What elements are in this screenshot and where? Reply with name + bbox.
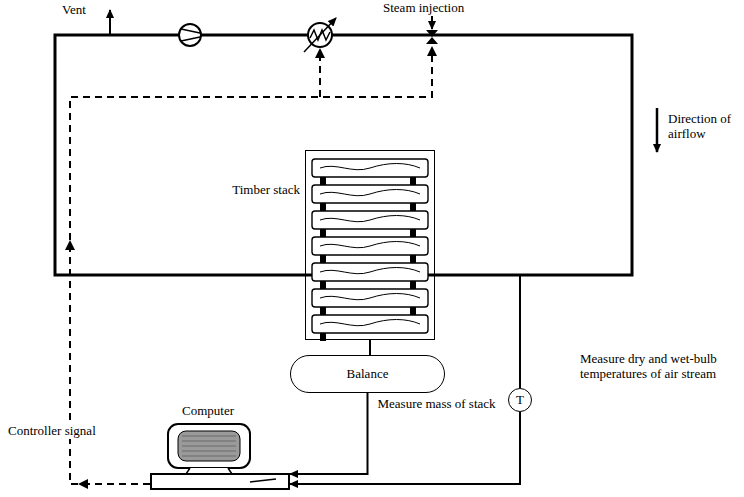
sensor-note: Measure dry and wet-bulb temperatures of… [580,352,738,381]
signal-arrowheads [65,46,437,489]
connector-arrow [290,393,368,474]
heater-symbol [304,18,336,52]
duct [55,35,632,275]
steam-arrow [431,16,433,29]
edge-label: Measure mass of stack [378,397,496,412]
probe-line [519,276,521,388]
signal-label: Controller signal [8,424,96,439]
timber-boards [306,151,436,341]
steam-valve [426,30,438,44]
steam-label: Steam injection [383,1,464,16]
airflow-arrow [656,108,659,152]
controller-signal-line [70,48,432,484]
connector-arrow [369,340,371,355]
node-text: T [516,393,524,407]
node-text: Computer [182,404,234,418]
fan-symbol [179,24,201,46]
node-text: Balance [347,367,389,381]
airflow-label: Direction of airflow [668,112,742,141]
timber-stack: Timber stack [305,150,435,340]
vent-arrow [109,10,111,35]
computer-drawing [150,422,290,490]
computer-icon: Computer [150,422,290,490]
vent-label: Vent [62,3,86,18]
connector-arrow [290,412,520,484]
node-text: Timber stack [232,183,300,197]
temperature-sensor: T [508,388,532,412]
balance-box: Balance [290,355,445,393]
